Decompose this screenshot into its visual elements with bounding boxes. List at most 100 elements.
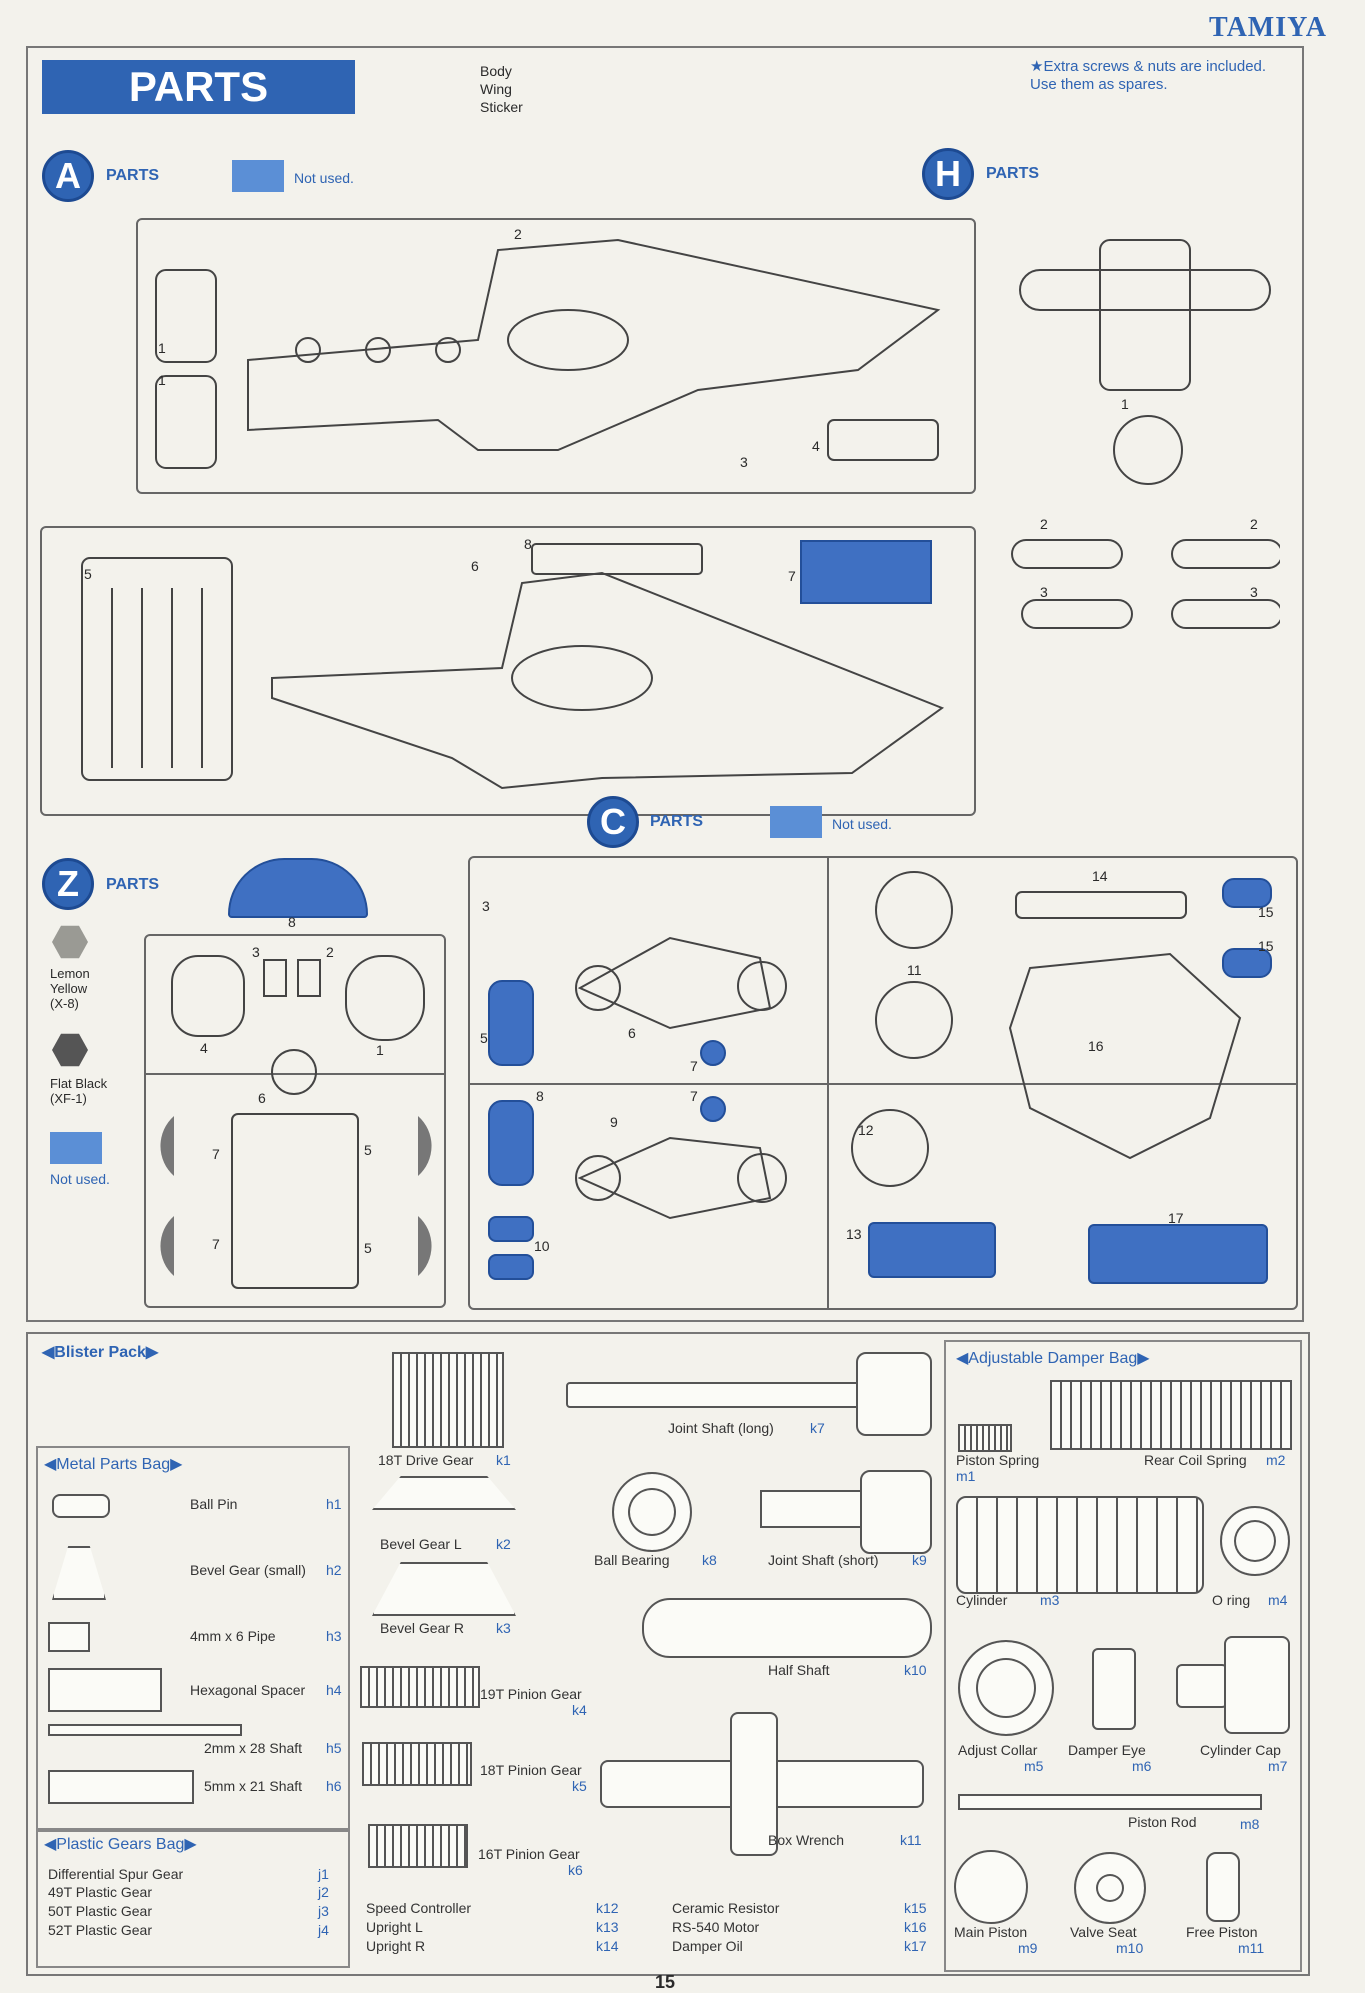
spares-note-line1: ★Extra screws & nuts are included. [1030,58,1267,75]
part-number: 1 [158,340,166,356]
section-z-label: PARTS [106,876,160,893]
not-used-label: Not used. [832,816,892,832]
part-number: 7 [690,1088,698,1104]
item-name: Hexagonal Spacer [190,1682,306,1698]
header-list: Body Wing Sticker [480,62,523,116]
part-number: 5 [84,566,92,582]
part-number: 8 [288,914,296,930]
section-h-badge: H [922,148,974,200]
item-name: 19T Pinion Gear [480,1686,582,1702]
part-number: 15 [1258,904,1274,920]
item-code: k11 [900,1832,922,1848]
valve-seat-drawing [1074,1852,1146,1924]
sprue-h-drawing [1011,239,1283,629]
lemon-yellow-swatch [52,925,88,959]
item-code: k8 [702,1552,717,1568]
item-name: Speed Controller [366,1900,472,1916]
item-code: h3 [326,1628,342,1644]
item-code: j4 [318,1922,329,1938]
item-name: Joint Shaft (short) [768,1552,879,1568]
item-name: 5mm x 21 Shaft [204,1778,303,1794]
not-used-swatch [50,1132,102,1164]
part-number: 3 [1250,584,1258,600]
part-number: 7 [212,1236,220,1252]
item-code: k5 [572,1778,587,1794]
sprue-h [1010,230,1283,660]
item-name: Damper Eye [1068,1742,1146,1758]
item-name: Bevel Gear R [380,1620,465,1636]
item-code: m5 [1024,1758,1044,1774]
hexagonal-spacer-drawing [48,1668,162,1712]
item-name: Upright L [366,1919,423,1935]
part-c15 [1222,878,1272,908]
item-code: m9 [1018,1940,1038,1956]
part-number: 14 [1092,868,1108,884]
half-shaft-drawing [642,1598,932,1658]
part-number: 3 [252,944,260,960]
item-code: m8 [1240,1816,1260,1832]
item-code: m11 [1238,1940,1265,1956]
section-a-label: PARTS [106,167,160,184]
part-number: 12 [858,1122,874,1138]
brand-logo: TAMIYA [1208,12,1327,43]
item-code: m7 [1268,1758,1288,1774]
pinion-18t-drawing [362,1742,472,1786]
item-code: k6 [568,1862,583,1878]
item-name: Joint Shaft (long) [668,1420,774,1436]
item-name: 2mm x 28 Shaft [204,1740,303,1756]
part-number: 6 [258,1090,266,1106]
item-code: j3 [318,1903,329,1919]
item-code: k1 [496,1452,511,1468]
item-name: Rear Coil Spring [1144,1452,1247,1468]
drive-gear-drawing [392,1352,504,1448]
part-c13 [868,1222,996,1278]
joint-shaft-long-cup [856,1352,932,1436]
part-c5 [488,980,534,1066]
not-used-swatch [232,160,284,192]
paint-lemon-yellow: Lemon Yellow (X-8) [50,966,90,1011]
part-number: 5 [364,1142,372,1158]
spares-note: ★Extra screws & nuts are included. Use t… [1030,58,1266,94]
blister-pack-title: ◀Blister Pack▶ [42,1344,159,1361]
part-number: 15 [1258,938,1274,954]
item-name: Piston Rod [1128,1814,1197,1830]
item-code: k7 [810,1420,825,1436]
shaft-5mm-drawing [48,1770,194,1804]
cylinder-drawing [956,1496,1204,1594]
spares-note-line2: Use them as spares. [1030,76,1168,93]
header-list-item: Wing [480,81,512,97]
part-number: 3 [1040,584,1048,600]
item-code: h5 [326,1740,342,1756]
item-name: Valve Seat [1070,1924,1137,1940]
part-number: 2 [514,226,522,242]
part-c10 [488,1254,534,1280]
part-c17 [1088,1224,1268,1284]
part-number: 5 [480,1030,488,1046]
item-name: Half Shaft [768,1662,830,1678]
pinion-16t-drawing [368,1824,468,1868]
header-list-item: Body [480,63,512,79]
shaft-2mm-drawing [48,1724,242,1736]
item-name: Cylinder Cap [1200,1742,1281,1758]
sprue-a-bottom [40,526,976,816]
blister-pack-frame [26,1332,1310,1976]
item-name: RS-540 Motor [672,1919,760,1935]
parts-frame [26,46,1304,1322]
cylinder-cap-stem [1176,1664,1228,1708]
item-name: Bevel Gear (small) [190,1562,306,1578]
pipe-drawing [48,1622,90,1652]
paint-name: Lemon [50,966,90,981]
item-name: 50T Plastic Gear [48,1903,153,1919]
main-piston-drawing [954,1850,1028,1924]
part-number: 1 [1121,396,1129,412]
metal-parts-bag [36,1446,350,1830]
part-number: 6 [471,558,479,574]
item-code: h1 [326,1496,342,1512]
rear-coil-spring-drawing [1050,1380,1292,1450]
item-code: k15 [904,1900,927,1916]
item-name: O ring [1212,1592,1251,1608]
item-name: Differential Spur Gear [48,1866,184,1882]
sprue-a-bottom-drawing [81,543,945,790]
section-h-label: PARTS [986,165,1040,182]
sprue-z-drawing [146,955,444,1289]
